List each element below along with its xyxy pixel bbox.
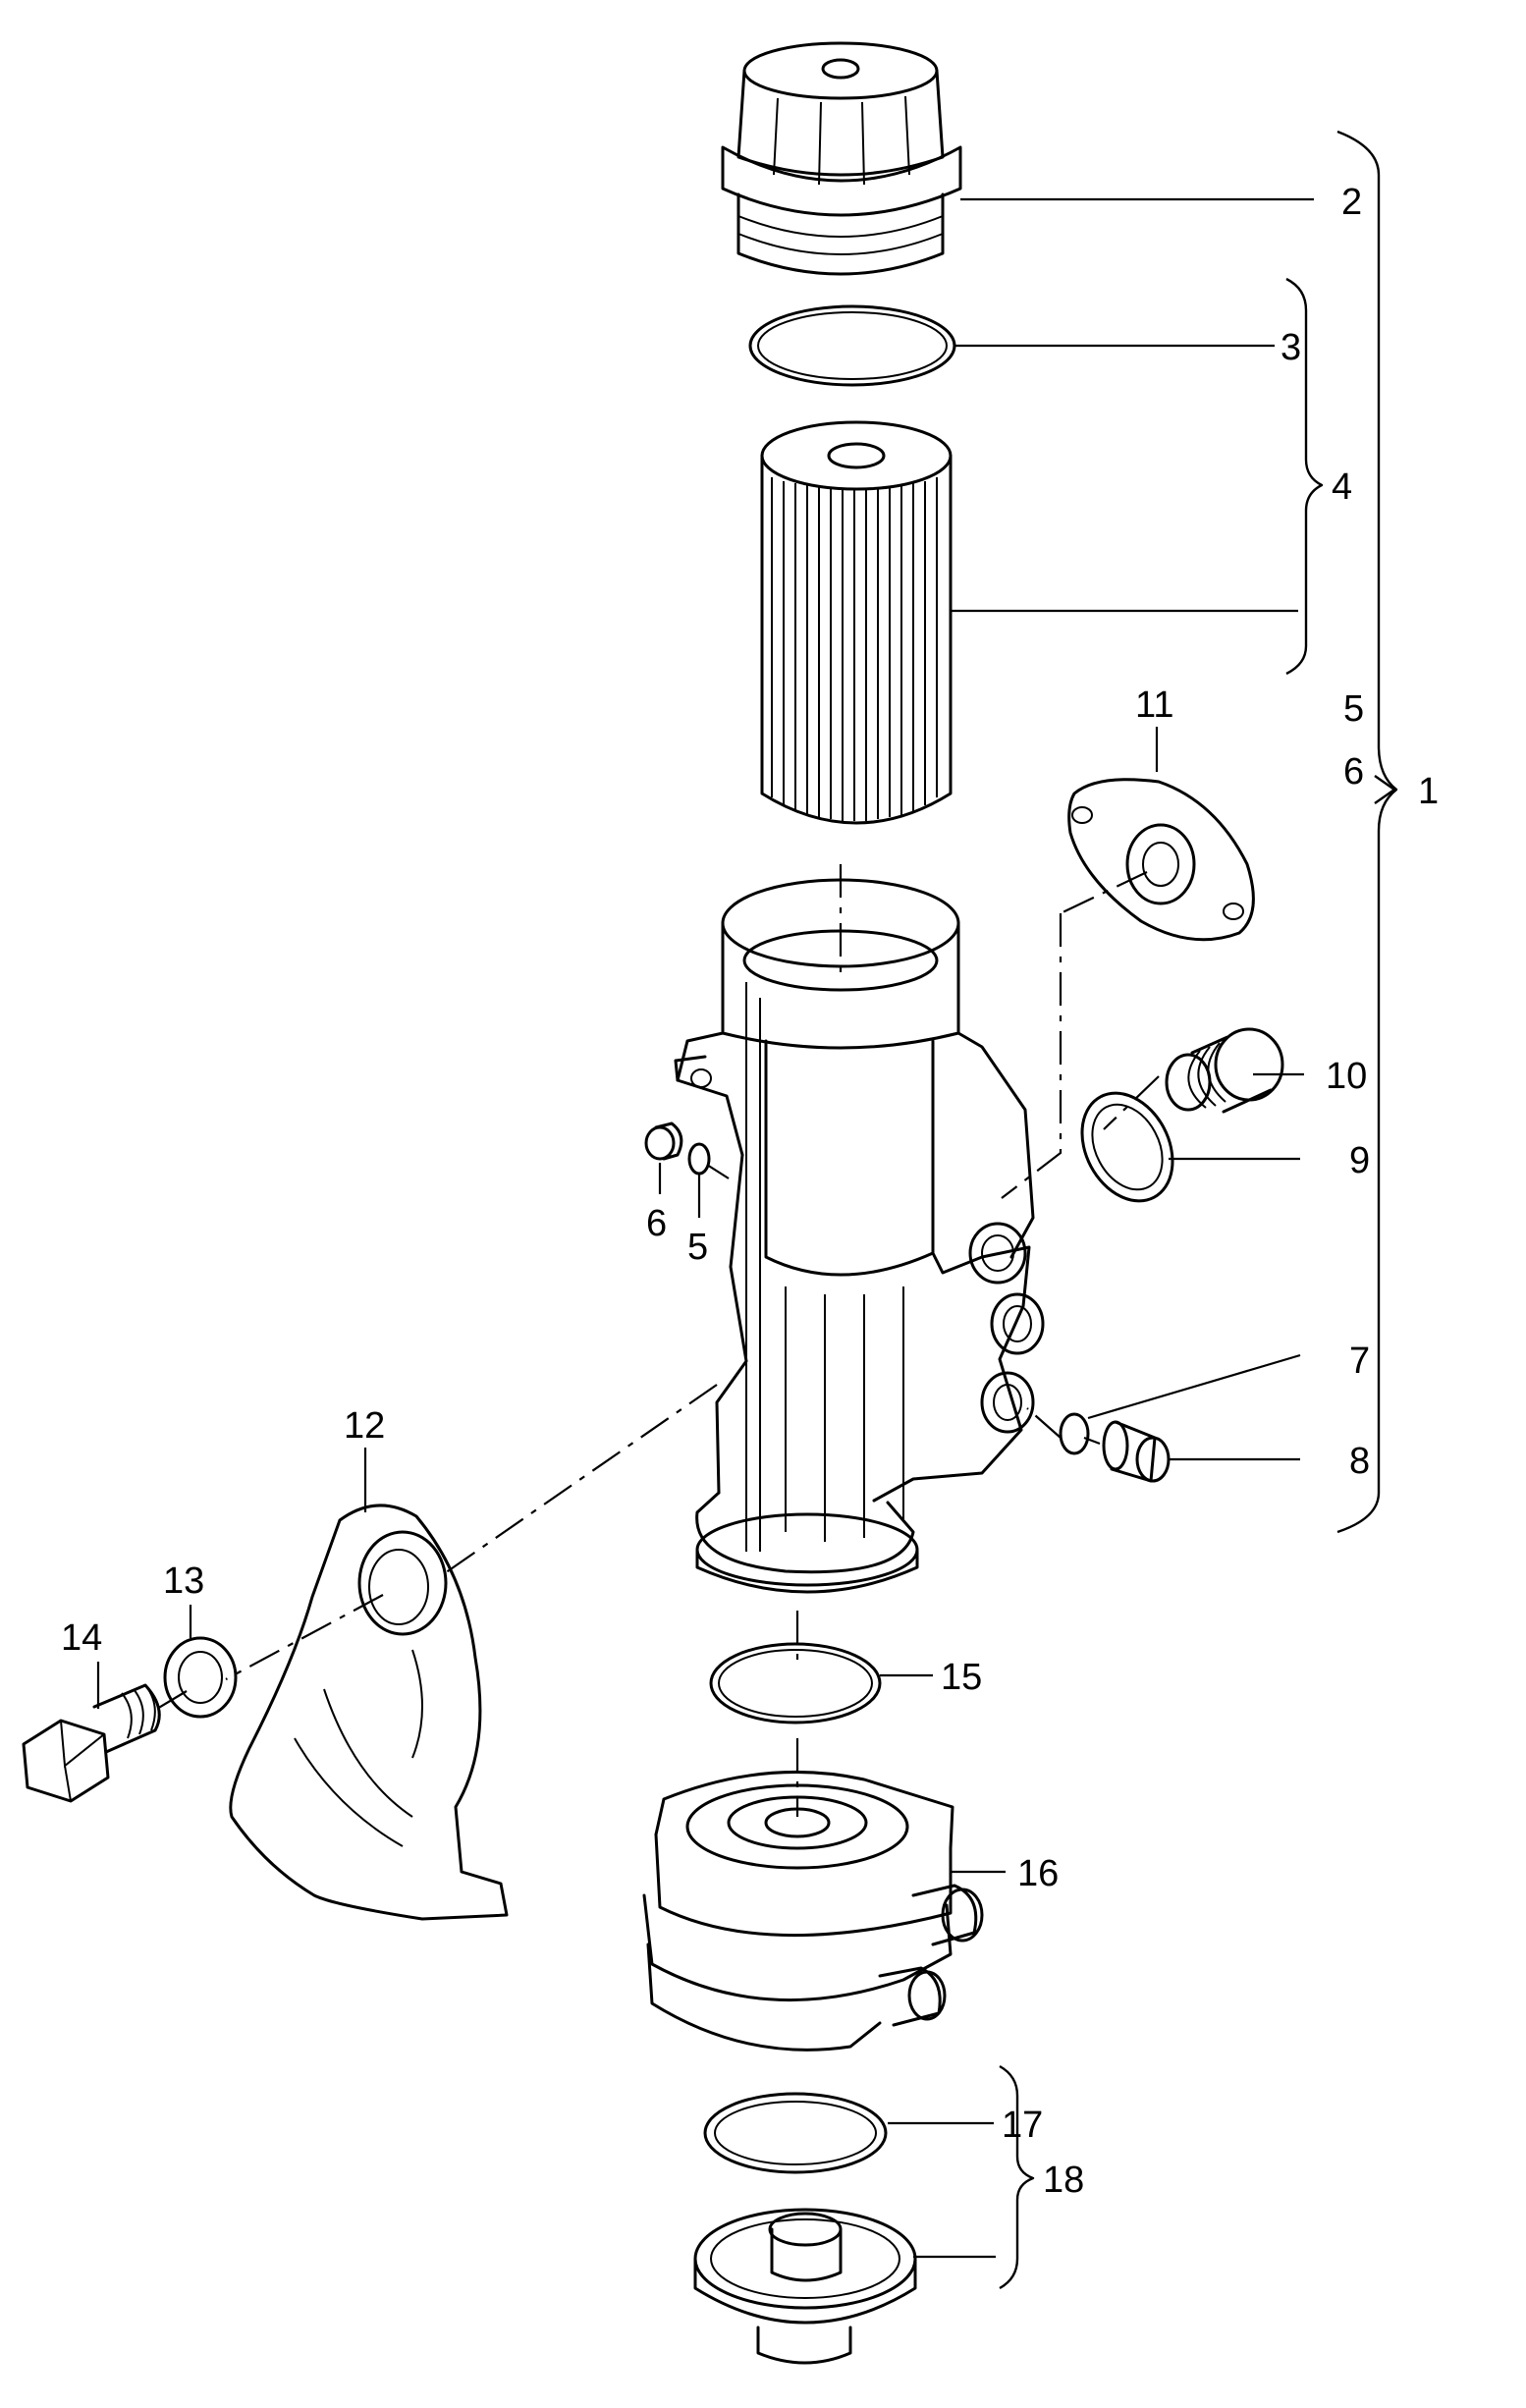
o-ring-part-15: [709, 1642, 882, 1724]
callout-14: 14: [61, 1617, 102, 1659]
callout-6-part: 6: [646, 1203, 667, 1244]
callout-17: 17: [1002, 2105, 1043, 2146]
callout-5-part: 5: [687, 1227, 708, 1268]
callout-13: 13: [163, 1560, 204, 1602]
flange-cover-part-11: [1067, 778, 1255, 942]
bottom-cover-part-18: [693, 2208, 917, 2365]
callout-6-housing: 6: [1343, 751, 1364, 793]
small-plug-part-8: [1102, 1420, 1171, 1483]
callout-12: 12: [344, 1405, 385, 1447]
leader-lines: [96, 197, 1314, 2259]
callout-11: 11: [1135, 684, 1173, 726]
banjo-bolt-part-14: [22, 1683, 161, 1803]
callout-2: 2: [1341, 182, 1362, 223]
plug-part-10: [1165, 1027, 1284, 1114]
callout-5-housing: 5: [1343, 688, 1364, 730]
callout-10: 10: [1326, 1056, 1367, 1097]
callout-4: 4: [1332, 466, 1352, 508]
callout-7: 7: [1349, 1341, 1370, 1382]
callout-15: 15: [941, 1657, 982, 1698]
assembly-center-lines: [156, 864, 1160, 1817]
brace-group-4: [1285, 277, 1324, 676]
callout-3: 3: [1281, 327, 1301, 368]
o-ring-part-3: [748, 304, 956, 387]
bracket-part-12: [229, 1504, 509, 1921]
brace-group-18: [999, 2064, 1035, 2290]
callout-labels: 1 2 3 4 5 6 5 6 7 8 9 10 11 12 13 14 15 …: [61, 182, 1439, 2201]
callout-16: 16: [1017, 1853, 1059, 1894]
filter-element: [760, 420, 953, 825]
filter-housing-part-1: [674, 878, 1045, 1594]
sealing-ring-part-17: [703, 2092, 888, 2174]
callout-8: 8: [1349, 1441, 1370, 1482]
group-braces: [999, 130, 1398, 2290]
small-seal-part-7: [1059, 1412, 1090, 1455]
oil-cooler-part-16: [642, 1770, 984, 2052]
callout-9: 9: [1349, 1140, 1370, 1181]
callout-18: 18: [1043, 2160, 1084, 2201]
sealing-ring-part-9: [1080, 1091, 1174, 1203]
small-plug-part-6: [644, 1122, 683, 1161]
brace-group-1: [1336, 130, 1398, 1534]
callout-1: 1: [1418, 771, 1439, 812]
small-seal-part-5: [687, 1142, 711, 1176]
brace-parts-5-6: [1374, 775, 1396, 804]
washer-part-13: [163, 1636, 238, 1719]
filter-cap-part-2: [721, 41, 962, 276]
